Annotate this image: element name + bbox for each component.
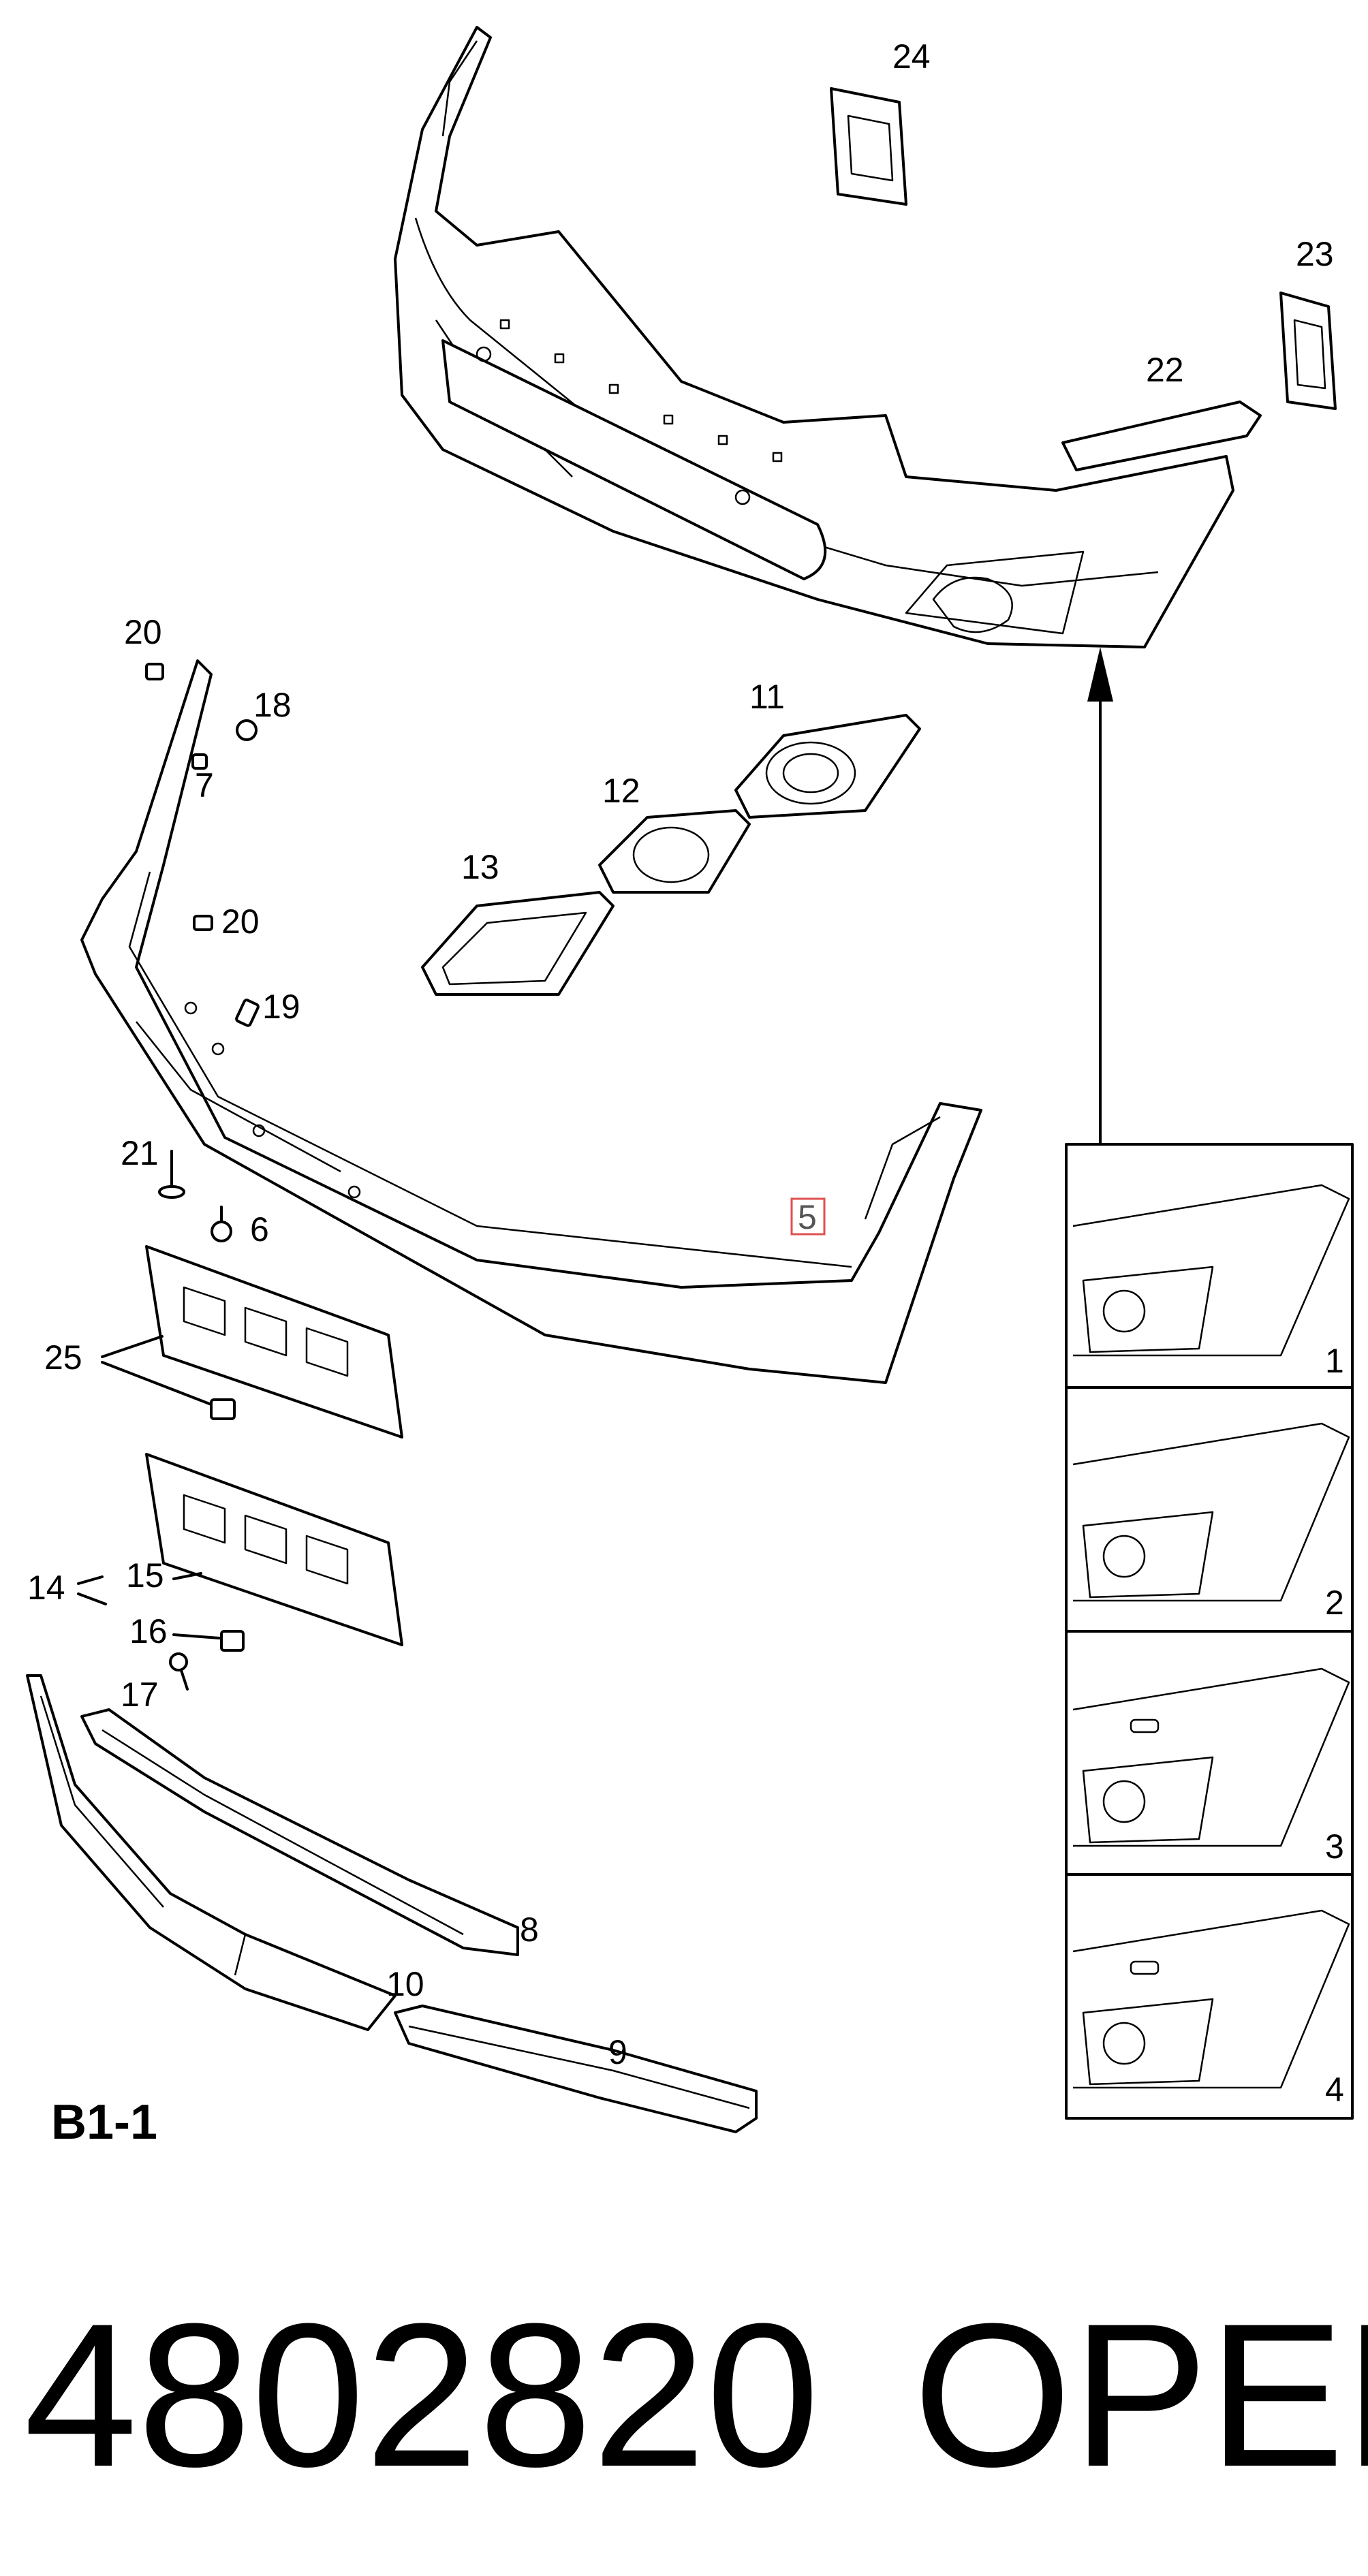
screw-21 <box>158 1150 185 1199</box>
variant-3 <box>1072 1667 1350 1847</box>
callout-5: 5 <box>798 1198 817 1236</box>
callout-8: 8 <box>520 1911 539 1949</box>
bracket-22 <box>1061 400 1262 471</box>
callout-12: 12 <box>602 772 640 810</box>
screw-6 <box>211 1206 232 1242</box>
clip-7 <box>191 753 208 770</box>
variant-4 <box>1072 1909 1350 2089</box>
fog-bezel-12 <box>598 809 751 894</box>
callout-9: 9 <box>608 2033 627 2071</box>
variant-1 <box>1072 1184 1350 1357</box>
variant-arrow <box>1087 647 1113 1146</box>
callout-4: 4 <box>1325 2071 1344 2109</box>
leader-lines <box>77 1335 221 1639</box>
fog-bezel-13 <box>421 891 615 996</box>
part-number: 4802820 <box>24 2280 820 2509</box>
clip-16 <box>220 1630 245 1652</box>
callout-13: 13 <box>461 848 499 886</box>
callout-22: 22 <box>1146 351 1184 389</box>
section-code: B1-1 <box>51 2095 157 2150</box>
plate-bracket-25 <box>145 1245 403 1439</box>
callout-2: 2 <box>1325 1584 1344 1622</box>
variant-panels <box>1065 1143 1354 2120</box>
callout-7: 7 <box>195 766 214 804</box>
callout-1: 1 <box>1325 1342 1344 1380</box>
callout-14: 14 <box>27 1569 65 1607</box>
callout-20-mid: 20 <box>221 902 260 941</box>
callout-17: 17 <box>121 1676 159 1714</box>
callout-labels: 24 23 22 20 18 11 7 12 13 20 19 21 5 6 2… <box>27 37 1344 2109</box>
trim-strip-9 <box>394 2005 758 2133</box>
callout-20-top: 20 <box>124 613 162 651</box>
brand-name: OPEL <box>913 2280 1368 2509</box>
spoiler-10 <box>26 1674 397 2031</box>
callout-19: 19 <box>262 988 300 1026</box>
upper-bumper-assembly <box>394 26 1234 648</box>
callout-6: 6 <box>250 1210 269 1248</box>
clip-20-top <box>145 663 164 680</box>
nut-18 <box>236 719 258 741</box>
clip-20-mid <box>193 915 213 931</box>
clip-25 <box>210 1398 236 1420</box>
callout-3: 3 <box>1325 1827 1344 1866</box>
bracket-23 <box>1279 292 1337 410</box>
absorber-8 <box>80 1708 519 1956</box>
clip-19 <box>235 999 260 1027</box>
callout-15: 15 <box>126 1556 164 1595</box>
fasteners <box>145 663 260 1691</box>
callout-25: 25 <box>44 1338 82 1377</box>
lower-bumper-fascia-5 <box>80 659 982 1384</box>
screw-17 <box>169 1652 189 1691</box>
callout-16: 16 <box>129 1612 168 1650</box>
callout-21: 21 <box>121 1134 159 1172</box>
callout-5-box <box>790 1197 826 1236</box>
callout-24: 24 <box>892 37 931 76</box>
callout-10: 10 <box>386 1965 424 2003</box>
callout-18: 18 <box>253 686 292 724</box>
plate-bracket-15 <box>145 1453 403 1646</box>
callout-23: 23 <box>1296 235 1334 273</box>
variant-2 <box>1072 1422 1350 1602</box>
fog-bezel-11 <box>734 714 921 819</box>
bracket-24 <box>830 87 907 206</box>
callout-11: 11 <box>749 678 785 716</box>
